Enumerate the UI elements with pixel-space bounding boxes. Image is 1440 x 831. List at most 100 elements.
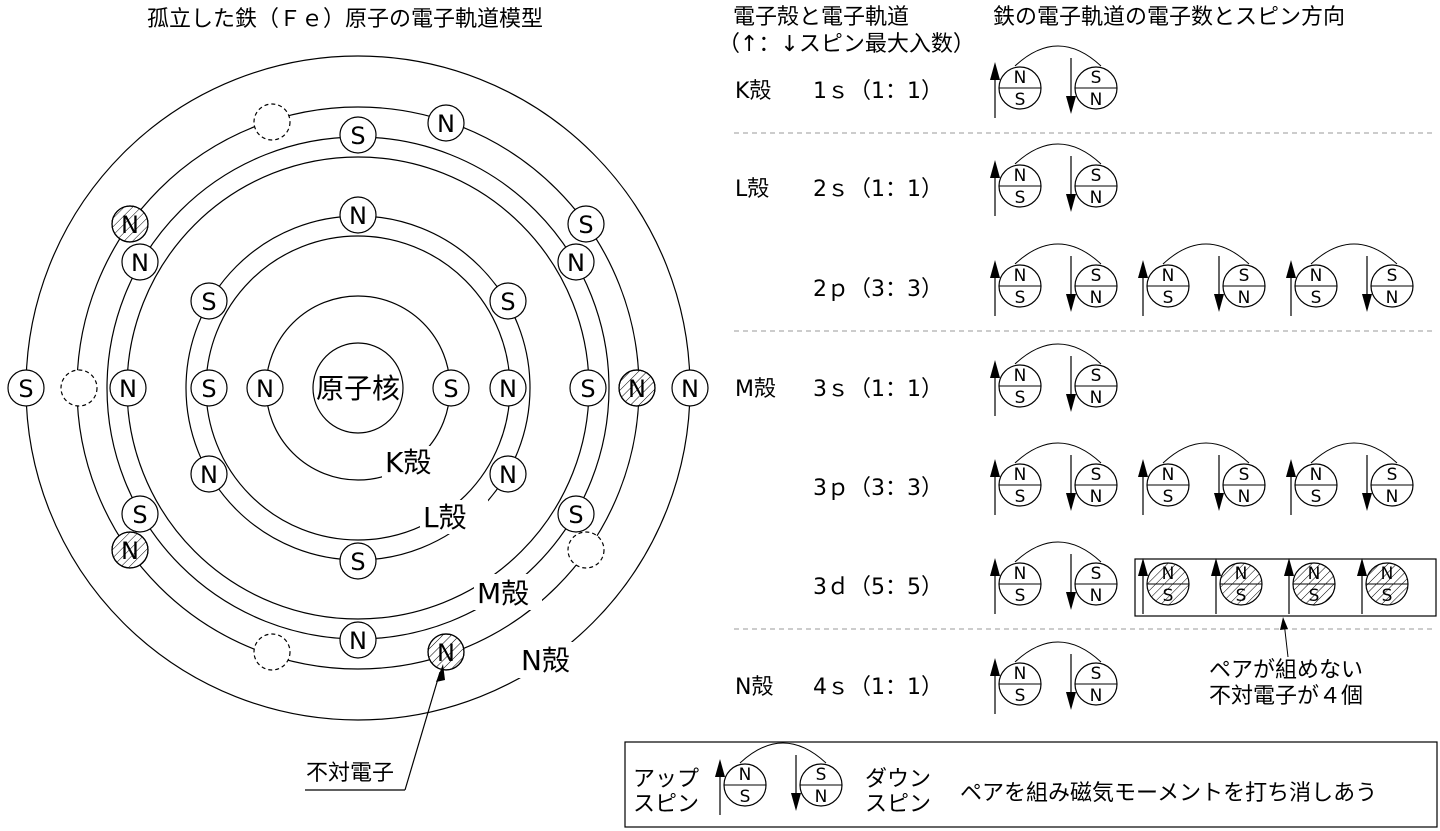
electron: S [569,369,607,407]
down-spin-electron: SN [1066,455,1118,511]
pole-label: S [500,288,515,316]
north-pole-label: N [1238,487,1251,507]
unpaired-pointer-arrowhead [436,664,445,682]
north-pole-label: N [1381,564,1394,584]
pole-label: N [349,627,367,655]
south-pole-label: S [1387,266,1398,286]
south-pole-label: S [1091,266,1102,286]
south-pole-label: S [1387,465,1398,485]
up-spin-electron: NS [990,160,1042,216]
shell-name: N殻 [735,675,773,700]
pole-label: S [580,375,595,403]
south-pole-label: S [1091,366,1102,386]
electron: N [246,369,284,407]
electron: S [190,369,228,407]
electron: S [121,495,159,533]
unpaired-up-electron: NS [1138,558,1190,614]
up-spin-electron: NS [990,558,1042,614]
north-pole-label: N [1386,487,1399,507]
pole-label: N [119,375,137,403]
pole-label: N [681,375,699,403]
m-shell-label: M殻 [477,577,529,610]
up-spin-electron: NS [990,658,1042,714]
legend-down-line1: ダウン [865,767,931,792]
north-pole-label: N [1014,266,1027,286]
electron: S [489,282,527,320]
orbital-name: 3ｐ（3：3） [813,476,943,501]
pole-label: S [578,211,593,239]
nucleus-label: 原子核 [316,372,400,405]
pole-label: S [201,288,216,316]
up-spin-electron: NS [1286,459,1338,515]
pole-label: S [132,501,147,529]
north-pole-label: N [1090,188,1103,208]
electron: N [489,369,527,407]
unpaired-up-electron: NS [1211,558,1263,614]
legend-box [624,741,1438,828]
diagram-title: 孤立した鉄（Ｆｅ）原子の電子軌道模型 [147,7,543,32]
north-pole-label: N [1162,266,1175,286]
south-pole-label: S [1309,586,1320,606]
shell-name: L殻 [735,177,769,202]
callout-line1: ペアが組めない [1209,658,1363,683]
north-pole-label: N [1090,686,1103,706]
orbital-name: 3ｄ（5：5） [813,575,943,600]
north-pole-label: N [1235,564,1248,584]
south-pole-label: S [1163,487,1174,507]
orbital-name: 1ｓ（1：1） [813,79,943,104]
north-pole-label: N [1090,388,1103,408]
south-pole-label: S [1091,564,1102,584]
south-pole-label: S [740,787,751,807]
pole-label: N [437,110,455,138]
legend-down-line2: スピン [865,792,931,817]
nucleus [312,342,404,434]
empty-electron-slot [60,369,98,407]
shell-name: M殻 [735,377,776,402]
south-pole-label: S [1163,288,1174,308]
south-pole-label: S [1311,487,1322,507]
north-pole-label: N [1090,487,1103,507]
unpaired-electron: N [111,531,149,569]
up-spin-electron: NS [990,260,1042,316]
electron: S [339,116,377,154]
callout-line2: 不対電子が４個 [1209,684,1363,709]
unpaired-pointer-line [404,671,441,791]
electron: S [557,495,595,533]
south-pole-label: S [1015,288,1026,308]
electron: S [190,282,228,320]
unpaired-electron: N [427,633,465,671]
up-spin-electron: NS [990,62,1042,118]
pole-label: S [568,501,583,529]
south-pole-label: S [816,765,827,785]
electron: S [567,205,605,243]
down-spin-electron: SN [1214,455,1266,511]
pole-label: N [349,202,367,230]
north-pole-label: N [1090,90,1103,110]
north-pole-label: N [1090,288,1103,308]
pole-label: N [499,375,517,403]
south-pole-label: S [1015,90,1026,110]
shell-name: K殻 [735,79,771,104]
down-spin-electron: SN [1066,654,1118,710]
legend-description: ペアを組み磁気モーメントを打ち消しあう [960,781,1377,806]
north-pole-label: N [1014,564,1027,584]
empty-electron-slot [253,633,291,671]
south-pole-label: S [1239,465,1250,485]
south-pole-label: S [1091,465,1102,485]
south-pole-label: S [1236,586,1247,606]
down-spin-electron: SN [1066,356,1118,412]
n-shell-label: N殻 [521,644,570,677]
unpaired-electron-label: 不対電子 [306,761,394,786]
south-pole-label: S [1015,686,1026,706]
